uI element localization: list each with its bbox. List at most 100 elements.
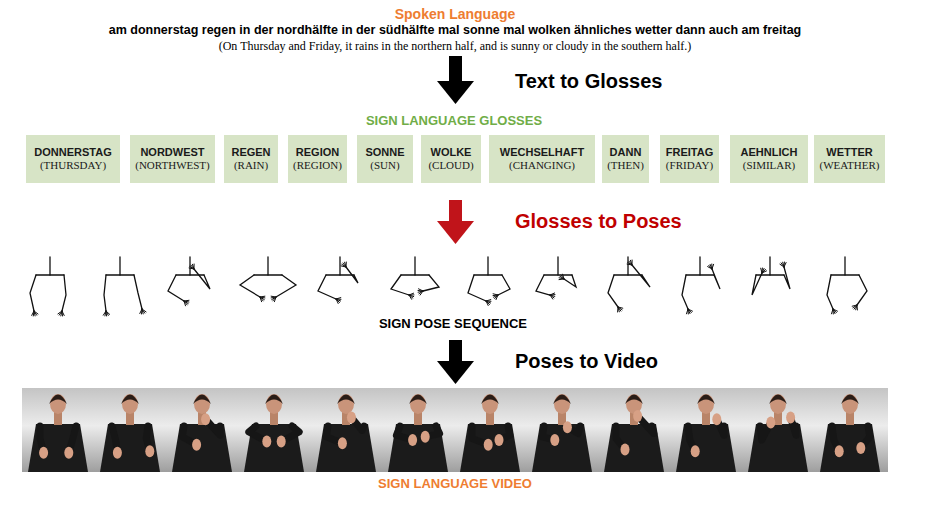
finger-line: [58, 311, 62, 314]
finger-line: [630, 260, 632, 265]
section-title: Spoken Language: [395, 6, 516, 22]
shoulder-line: [544, 274, 572, 275]
gloss-translation: (WEATHER): [820, 159, 880, 172]
video-frame: [820, 394, 880, 472]
arm-line: [62, 275, 66, 311]
signer-hand: [563, 421, 572, 433]
stick-figure: [391, 257, 439, 299]
signer-body: [388, 424, 448, 472]
video-frame: [316, 394, 376, 472]
arrow-shaft: [449, 56, 462, 82]
signer-hand: [201, 413, 210, 425]
finger-line: [762, 271, 767, 273]
arm-line: [468, 275, 486, 301]
finger-line: [853, 305, 857, 308]
video-strip: [22, 388, 888, 472]
finger-line: [493, 295, 498, 297]
gloss-translation: (CHANGING): [509, 159, 575, 172]
arm-line: [712, 269, 720, 289]
shoulder-line: [474, 274, 502, 275]
stage-label: Glosses to Poses: [515, 210, 682, 233]
signer-body: [244, 424, 304, 472]
signer-hand: [550, 434, 559, 446]
gloss-text: WOLKE: [431, 146, 472, 159]
stage-label: Poses to Video: [515, 350, 658, 373]
signer-hand: [192, 439, 201, 451]
finger-line: [617, 307, 618, 312]
video-frame: [532, 394, 592, 472]
neck-line: [769, 257, 770, 275]
gloss-text: REGEN: [231, 146, 270, 159]
gloss-text: NORDWEST: [140, 146, 204, 159]
stick-figure: [752, 257, 790, 295]
arm-line: [827, 275, 833, 309]
signer-hair: [697, 395, 715, 405]
signer-hair: [337, 395, 355, 405]
signer-hand: [347, 412, 356, 424]
arm-line: [30, 275, 36, 311]
signer-hair: [265, 395, 283, 405]
arm-line: [784, 267, 790, 289]
gloss-box: DONNERSTAG(THURSDAY): [26, 135, 120, 183]
shoulder-line: [401, 274, 429, 275]
signer-hand: [495, 434, 504, 446]
finger-line: [688, 309, 689, 314]
signer-face: [410, 394, 426, 414]
signer-hand: [39, 447, 48, 459]
shoulder-line: [614, 274, 642, 275]
neck-line: [267, 257, 268, 275]
stick-figure: [240, 257, 296, 302]
section-title: SIGN POSE SEQUENCE: [379, 316, 527, 331]
finger-line: [184, 301, 187, 305]
shoulder-line: [36, 274, 64, 275]
signer-hand: [421, 431, 430, 443]
signer-hand: [408, 434, 417, 446]
arrow-head: [437, 81, 474, 104]
signer-hair: [49, 395, 67, 405]
signer-face: [770, 394, 786, 414]
neck-line: [119, 257, 120, 275]
neck-line: [699, 257, 700, 275]
signer-hair: [625, 395, 643, 405]
gloss-text: DANN: [610, 146, 642, 159]
stick-figure: [827, 257, 867, 314]
gloss-box: WOLKE(CLOUD): [421, 135, 481, 183]
signer-hair: [841, 395, 859, 405]
gloss-box: NORDWEST(NORTHWEST): [130, 135, 215, 183]
signer-hand: [766, 416, 775, 428]
stick-figure: [608, 257, 650, 312]
shoulder-line: [686, 274, 714, 275]
finger-line: [260, 297, 262, 302]
video-frame: [244, 394, 304, 472]
gloss-text: WECHSELHAFT: [500, 146, 584, 159]
arm-line: [168, 275, 184, 301]
arm-line: [632, 265, 650, 287]
gloss-text: WETTER: [826, 146, 872, 159]
finger-line: [419, 289, 424, 291]
section-title: SIGN LANGUAGE VIDEO: [378, 476, 532, 491]
signer-body: [820, 424, 880, 472]
signer-hand: [277, 436, 286, 448]
gloss-text: AEHNLICH: [741, 146, 798, 159]
stage-arrow: [437, 340, 474, 384]
finger-line: [852, 305, 857, 306]
arm-line: [682, 275, 688, 309]
gloss-text: FREITAG: [666, 146, 713, 159]
finger-line: [409, 295, 412, 299]
finger-line: [336, 299, 338, 304]
finger-line: [493, 294, 498, 295]
finger-line: [345, 262, 346, 267]
gloss-box: WECHSELHAFT(CHANGING): [489, 135, 595, 183]
stick-figure: [468, 257, 510, 306]
shoulder-line: [326, 274, 354, 275]
neck-line: [487, 257, 488, 275]
gloss-text: DONNERSTAG: [34, 146, 111, 159]
gloss-translation: (REGION): [293, 159, 342, 172]
gloss-text: SONNE: [365, 146, 404, 159]
signer-hand: [835, 445, 844, 457]
stage-arrow: [437, 200, 474, 244]
stage-arrow: [437, 56, 474, 104]
shoulder-line: [254, 274, 282, 275]
finger-line: [271, 297, 276, 299]
